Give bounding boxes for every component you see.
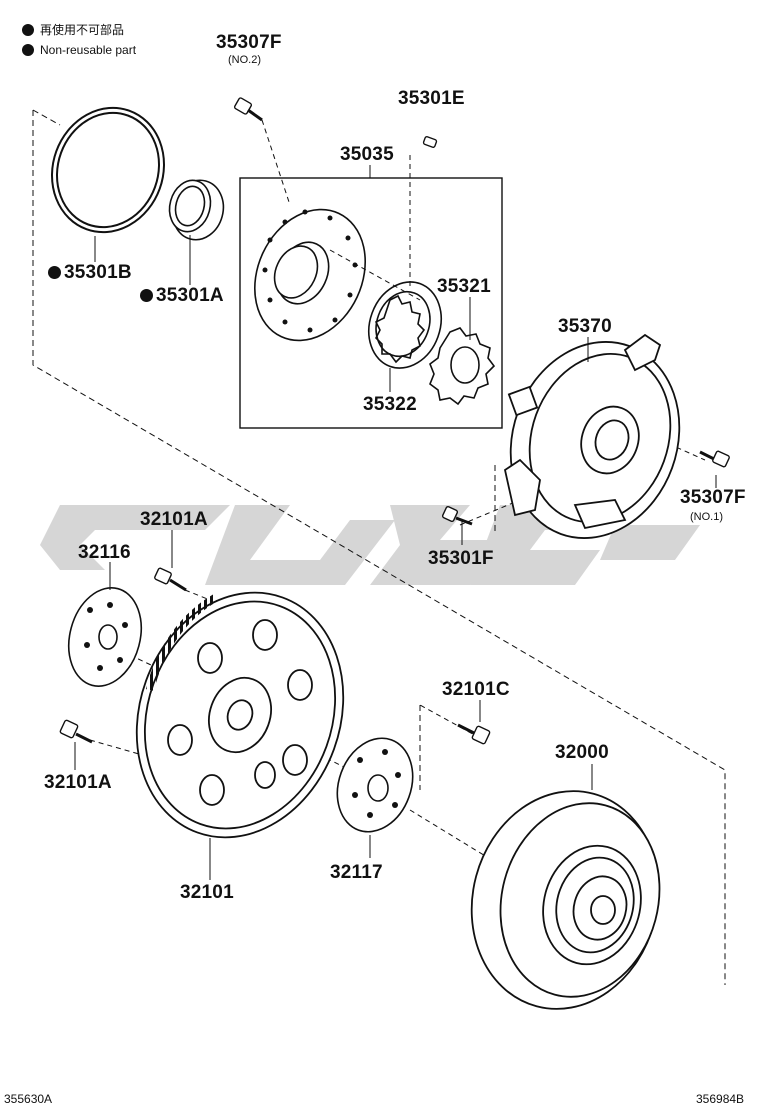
- label-35301A-text: 35301A: [156, 285, 224, 306]
- footer-left-code: 355630A: [4, 1092, 53, 1106]
- label-35301E: 35301E: [398, 88, 465, 109]
- legend-row-en: Non-reusable part: [22, 40, 136, 60]
- drive-gear-35321: [429, 327, 496, 406]
- oil-seal-35301A: [168, 179, 225, 241]
- drive-plate-32101: [135, 591, 345, 839]
- label-32117: 32117: [330, 862, 383, 883]
- spacer-plate-32116: [68, 587, 142, 687]
- label-35370: 35370: [558, 316, 612, 337]
- bolt-32101A-left: [59, 719, 93, 744]
- pump-body-plate: [254, 208, 366, 342]
- legend: 再使用不可部品 Non-reusable part: [22, 20, 136, 60]
- driven-gear-35322: [368, 281, 442, 369]
- non-reusable-dot-icon: [22, 44, 34, 56]
- bolt-32101A-top: [154, 567, 187, 592]
- non-reusable-dot-icon: [140, 289, 153, 302]
- o-ring-35301B: [51, 106, 165, 234]
- note-no2: (NO.2): [228, 54, 261, 66]
- spacer-plate-32117: [336, 737, 414, 833]
- label-35321: 35321: [437, 276, 491, 297]
- bolt-35307F-no2: [233, 97, 263, 122]
- bolt-35301F: [441, 505, 473, 526]
- label-35301B: 35301B: [48, 262, 132, 284]
- label-35301B-text: 35301B: [64, 262, 132, 283]
- legend-row-jp: 再使用不可部品: [22, 20, 136, 40]
- watermark-logo: [40, 505, 700, 585]
- footer-right-code: 356984B: [696, 1092, 745, 1106]
- assembly-guide-lines: [32, 109, 726, 985]
- label-32101: 32101: [180, 882, 234, 903]
- note-no1: (NO.1): [690, 511, 723, 523]
- label-32101A-top: 32101A: [140, 509, 208, 530]
- leader-lines: [74, 165, 717, 880]
- label-35307F-no1: 35307F: [680, 487, 746, 508]
- label-35322: 35322: [363, 394, 417, 415]
- kit-box-35035: [239, 177, 503, 429]
- legend-en-text: Non-reusable part: [40, 43, 137, 57]
- torque-converter-32000: [470, 790, 661, 1010]
- label-35301F: 35301F: [428, 548, 494, 569]
- pin-35301E: [422, 136, 438, 148]
- label-32000: 32000: [555, 742, 609, 763]
- label-35307F-no2: 35307F: [216, 32, 282, 53]
- oil-pump-assembly-35370: [503, 333, 681, 539]
- non-reusable-dot-icon: [48, 266, 61, 279]
- label-32101C: 32101C: [442, 679, 510, 700]
- non-reusable-dot-icon: [22, 24, 34, 36]
- label-32101A-left: 32101A: [44, 772, 112, 793]
- bolt-35307F-no1: [699, 450, 730, 468]
- legend-jp-text: 再使用不可部品: [40, 23, 125, 37]
- label-35035: 35035: [340, 144, 394, 165]
- bolt-32101C: [457, 723, 491, 745]
- label-32116: 32116: [78, 542, 131, 563]
- label-35301A: 35301A: [140, 285, 224, 307]
